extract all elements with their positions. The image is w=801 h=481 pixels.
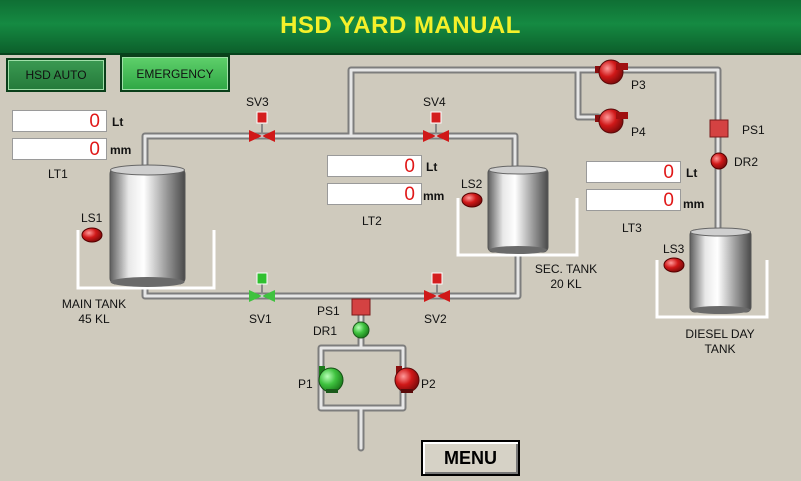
sec-tank-label: SEC. TANK 20 KL <box>528 262 604 292</box>
lt1-label: LT1 <box>48 167 68 181</box>
lt1-level-unit: Lt <box>112 115 124 129</box>
sv3-label: SV3 <box>246 95 269 109</box>
lt1-height-value: 0 <box>12 138 107 160</box>
day-tank-bund <box>655 260 769 319</box>
lt1-level-value: 0 <box>12 110 107 132</box>
main-tank-capacity: 45 KL <box>78 312 110 326</box>
dr2-indicator <box>710 152 728 170</box>
ps1-lower-switch <box>351 298 371 316</box>
dr2-label: DR2 <box>734 155 759 169</box>
diesel-day-tank-label: DIESEL DAY TANK <box>675 327 765 357</box>
lt2-label: LT2 <box>362 214 382 228</box>
main-tank-name: MAIN TANK <box>61 297 127 311</box>
menu-button[interactable]: MENU <box>421 440 520 476</box>
diesel-day-tank-suffix: TANK <box>704 342 736 356</box>
emergency-button[interactable]: EMERGENCY <box>120 55 230 92</box>
sv2-label: SV2 <box>424 312 447 326</box>
p2-label: P2 <box>421 377 436 391</box>
p3-label: P3 <box>631 78 646 92</box>
lt2-height-value: 0 <box>327 183 422 205</box>
ls3-lamp <box>663 257 685 273</box>
lt2-level-value: 0 <box>327 155 422 177</box>
p2-pump[interactable] <box>394 366 420 393</box>
p4-label: P4 <box>631 125 646 139</box>
p1-pump[interactable] <box>318 366 344 393</box>
sv1-label: SV1 <box>249 312 272 326</box>
main-tank-bund <box>76 230 216 290</box>
diesel-day-tank-name: DIESEL DAY <box>685 327 755 341</box>
sv2-valve[interactable] <box>424 272 450 302</box>
p3-pump[interactable] <box>595 59 628 85</box>
pipe-network <box>141 66 722 452</box>
sec-tank <box>487 165 549 254</box>
main-tank-label: MAIN TANK 45 KL <box>56 297 132 327</box>
sec-tank-name: SEC. TANK <box>534 262 598 276</box>
main-tank <box>109 164 186 287</box>
diesel-day-tank <box>689 227 752 314</box>
p4-pump[interactable] <box>595 108 628 134</box>
ls3-label: LS3 <box>663 242 685 256</box>
ls2-lamp <box>461 192 483 208</box>
sv4-label: SV4 <box>423 95 446 109</box>
dr1-indicator <box>352 321 370 339</box>
sv3-valve[interactable] <box>249 111 275 142</box>
sv1-valve[interactable] <box>249 272 275 302</box>
title-bar <box>0 0 801 55</box>
lt3-height-unit: mm <box>683 197 705 211</box>
lt3-level-value: 0 <box>586 161 681 183</box>
ps1-upper-switch <box>709 119 729 138</box>
hsd-auto-button[interactable]: HSD AUTO <box>6 58 106 92</box>
ls1-lamp <box>81 227 103 243</box>
sec-tank-bund <box>456 198 579 257</box>
lt3-label: LT3 <box>622 221 642 235</box>
ps1-upper-label: PS1 <box>742 123 765 137</box>
sv4-valve[interactable] <box>423 111 449 142</box>
p1-label: P1 <box>298 377 313 391</box>
page-title: HSD YARD MANUAL <box>280 12 521 39</box>
sec-tank-capacity: 20 KL <box>550 277 582 291</box>
lt2-height-unit: mm <box>423 189 445 203</box>
lt1-height-unit: mm <box>110 143 132 157</box>
lt2-level-unit: Lt <box>426 160 438 174</box>
lt3-level-unit: Lt <box>686 166 698 180</box>
ls2-label: LS2 <box>461 177 483 191</box>
lt3-height-value: 0 <box>586 189 681 211</box>
ls1-label: LS1 <box>81 211 103 225</box>
ps1-lower-label: PS1 <box>317 304 340 318</box>
dr1-label: DR1 <box>313 324 338 338</box>
